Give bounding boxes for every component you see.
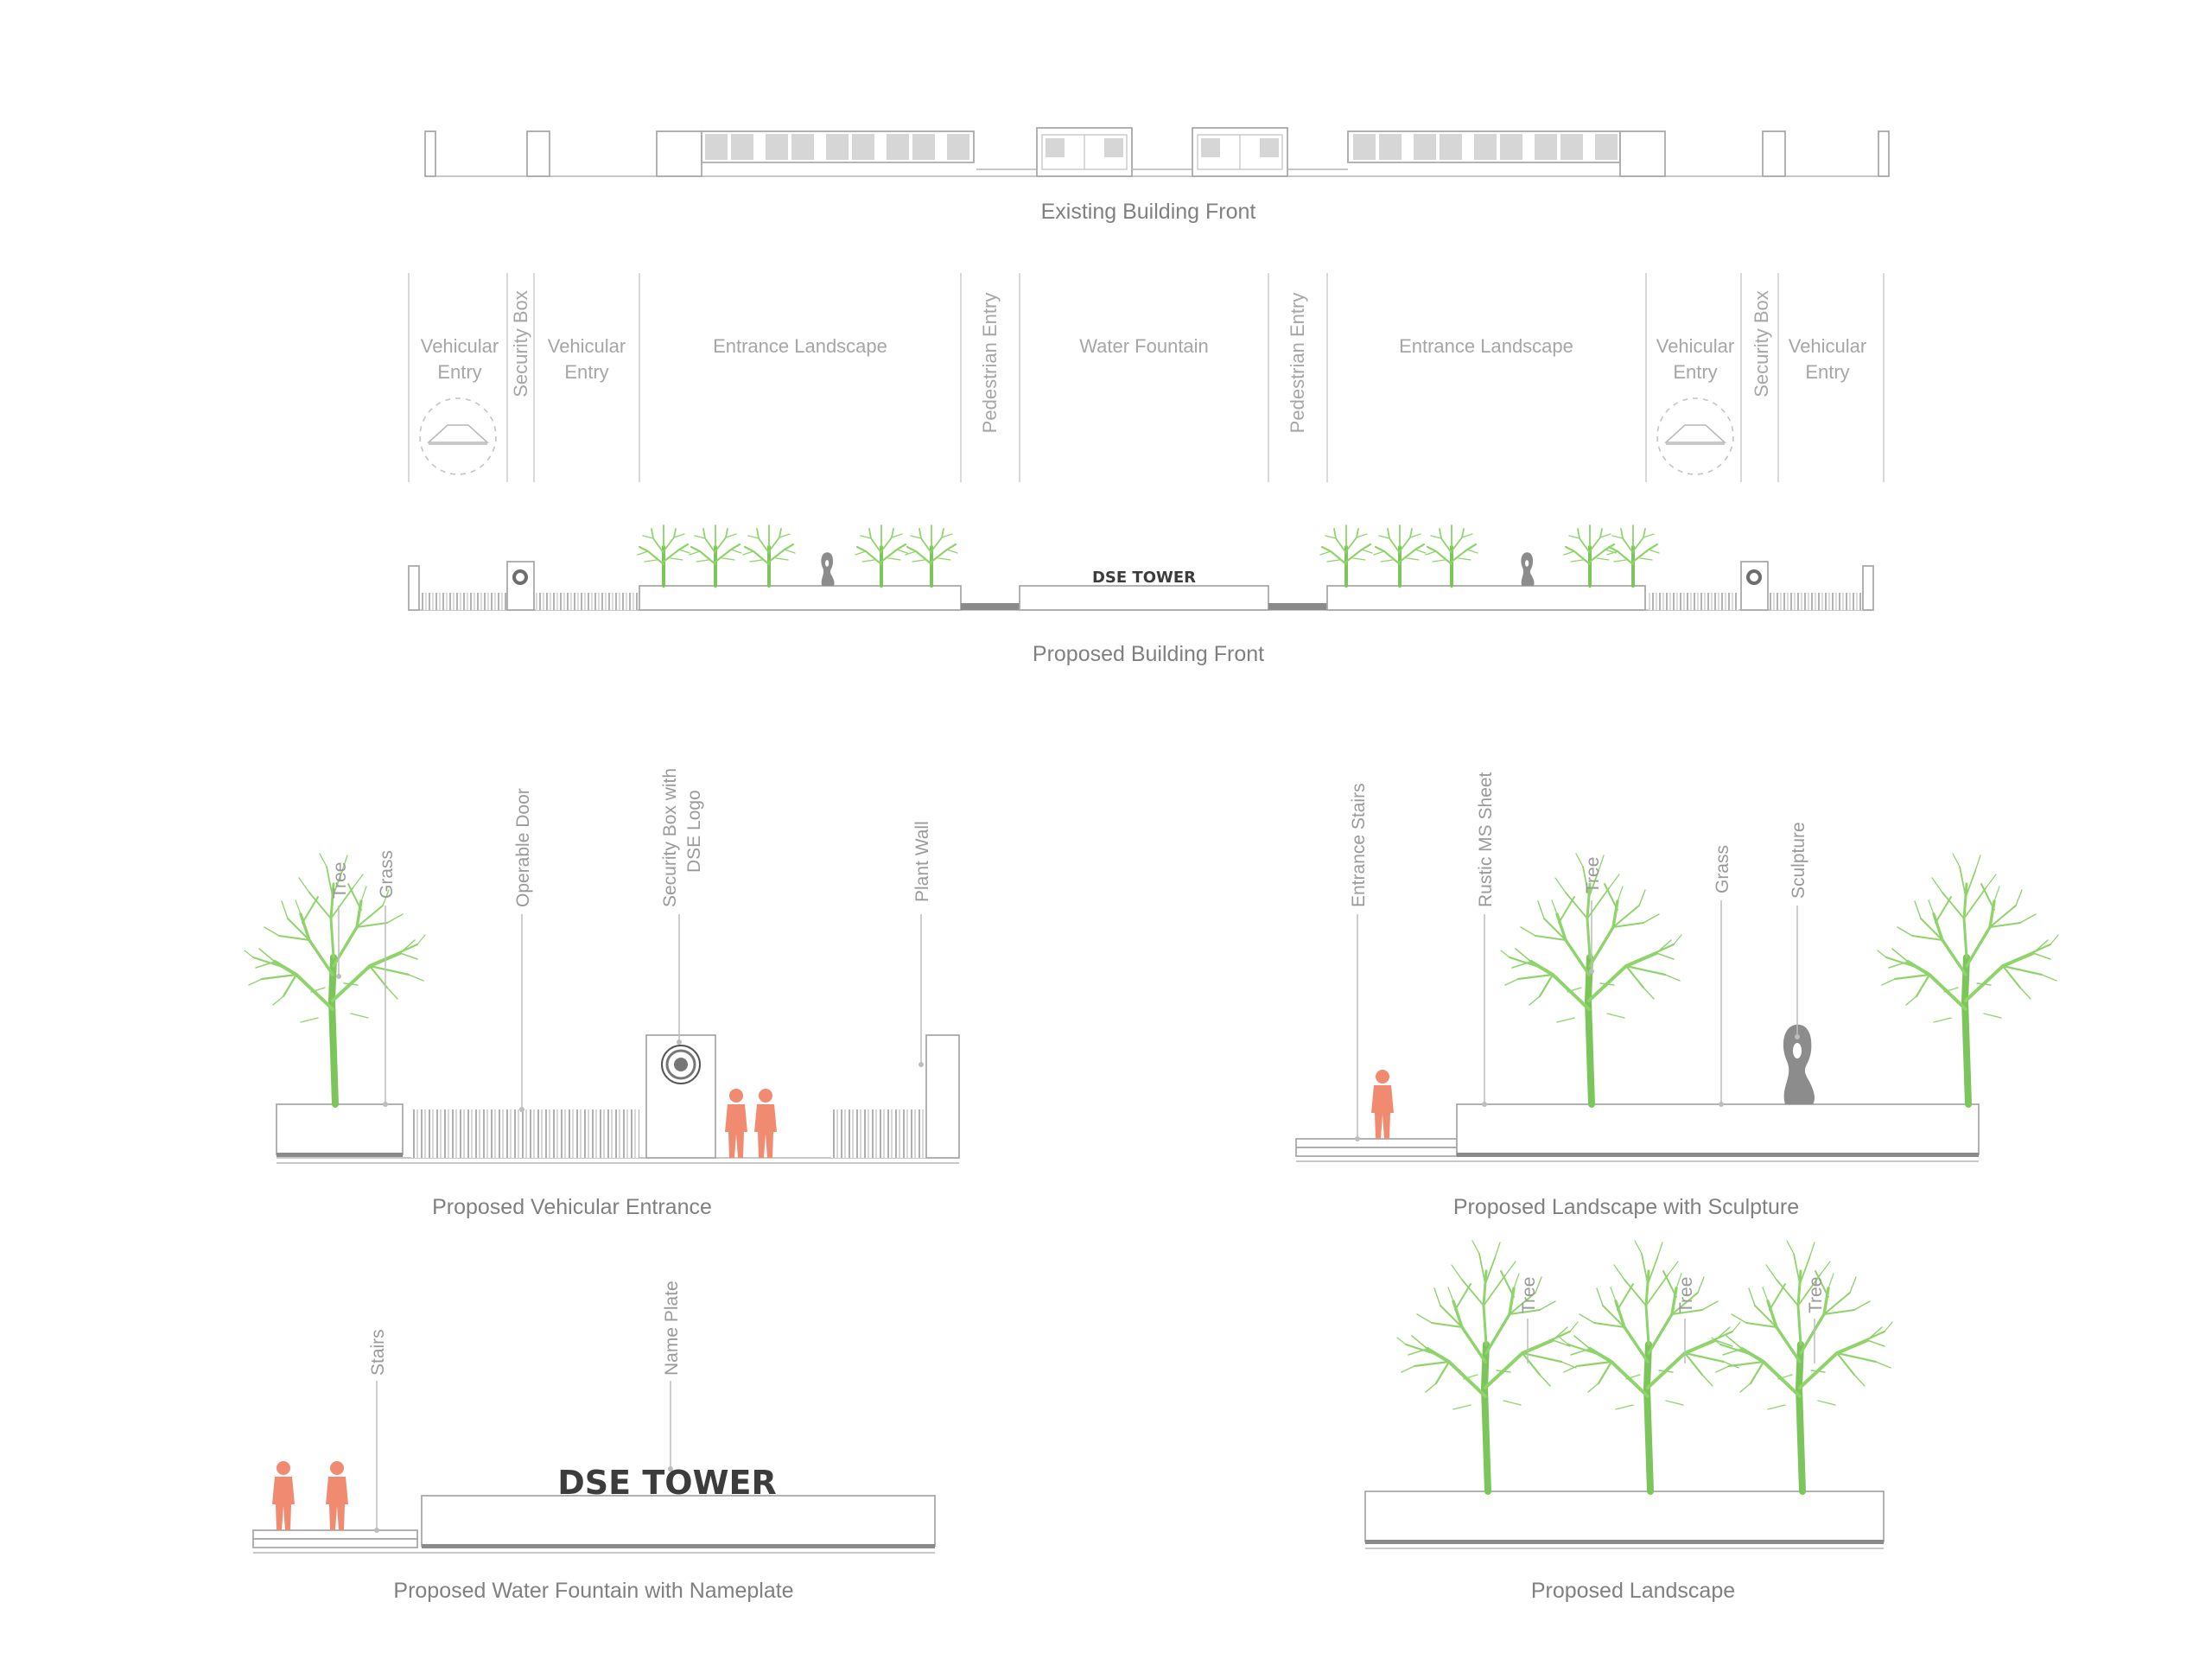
label-grass-vehicular: Grass xyxy=(377,850,397,899)
label-stairs: Stairs xyxy=(368,1329,388,1376)
front-sign-dse-tower: DSE TOWER xyxy=(1092,569,1196,587)
caption-proposed-building-front: Proposed Building Front xyxy=(1033,642,1264,666)
zone-vehicular-entry-l1-line2: Entry xyxy=(437,361,481,383)
landscape-sculpture-section xyxy=(1295,854,2058,1162)
zone-entrance-landscape-left: Entrance Landscape xyxy=(713,335,887,357)
label-tree-landscape-3: Tree xyxy=(1806,1277,1826,1313)
zone-security-box-left: Security Box xyxy=(510,290,531,397)
zone-pedestrian-entry-right: Pedestrian Entry xyxy=(1287,293,1308,434)
label-operable-door: Operable Door xyxy=(513,788,533,907)
landscape-section xyxy=(1364,1241,1892,1549)
caption-proposed-landscape: Proposed Landscape xyxy=(1531,1579,1735,1603)
label-tree-landscape-2: Tree xyxy=(1676,1277,1696,1313)
nameplate-dse-tower: DSE TOWER xyxy=(557,1464,776,1502)
caption-existing-building-front: Existing Building Front xyxy=(1041,200,1256,224)
label-security-box-line1: Security Box with xyxy=(660,768,680,907)
existing-elevation xyxy=(424,127,1890,177)
zone-vehicular-entry-r1-line1: Vehicular xyxy=(1656,335,1735,357)
caption-proposed-landscape-sculpture: Proposed Landscape with Sculpture xyxy=(1453,1195,1799,1219)
caption-proposed-vehicular-entrance: Proposed Vehicular Entrance xyxy=(432,1195,712,1219)
label-entrance-stairs: Entrance Stairs xyxy=(1349,783,1369,907)
label-plant-wall: Plant Wall xyxy=(912,821,932,902)
vehicular-entrance-section xyxy=(245,854,960,1164)
label-tree-landscape-1: Tree xyxy=(1519,1277,1539,1313)
zone-entrance-landscape-right: Entrance Landscape xyxy=(1399,335,1573,357)
proposed-front-elevation xyxy=(408,524,1874,611)
label-security-box-line2: DSE Logo xyxy=(684,790,704,873)
zone-pedestrian-entry-left: Pedestrian Entry xyxy=(979,293,1001,434)
zone-security-box-right: Security Box xyxy=(1751,290,1772,397)
roundabout-icon-left xyxy=(419,397,497,475)
label-grass-sculpture: Grass xyxy=(1713,845,1732,893)
zone-vehicular-entry-r2-line2: Entry xyxy=(1805,361,1849,383)
zone-vehicular-entry-l2-line2: Entry xyxy=(564,361,608,383)
label-rustic-ms-sheet: Rustic MS Sheet xyxy=(1476,772,1496,907)
zone-dividers xyxy=(408,273,1885,482)
water-fountain-section xyxy=(252,1381,936,1554)
zone-vehicular-entry-l2-line1: Vehicular xyxy=(548,335,626,357)
roundabout-icon-right xyxy=(1656,397,1734,475)
zone-vehicular-entry-l1-line1: Vehicular xyxy=(421,335,499,357)
zone-water-fountain: Water Fountain xyxy=(1079,335,1209,357)
label-tree-sculpture: Tree xyxy=(1583,857,1603,893)
label-tree-vehicular: Tree xyxy=(330,862,350,899)
label-sculpture: Sculpture xyxy=(1789,822,1808,899)
zone-vehicular-entry-r1-line2: Entry xyxy=(1673,361,1717,383)
caption-proposed-water-fountain: Proposed Water Fountain with Nameplate xyxy=(393,1579,793,1603)
zone-vehicular-entry-r2-line1: Vehicular xyxy=(1789,335,1867,357)
label-name-plate: Name Plate xyxy=(662,1281,682,1376)
